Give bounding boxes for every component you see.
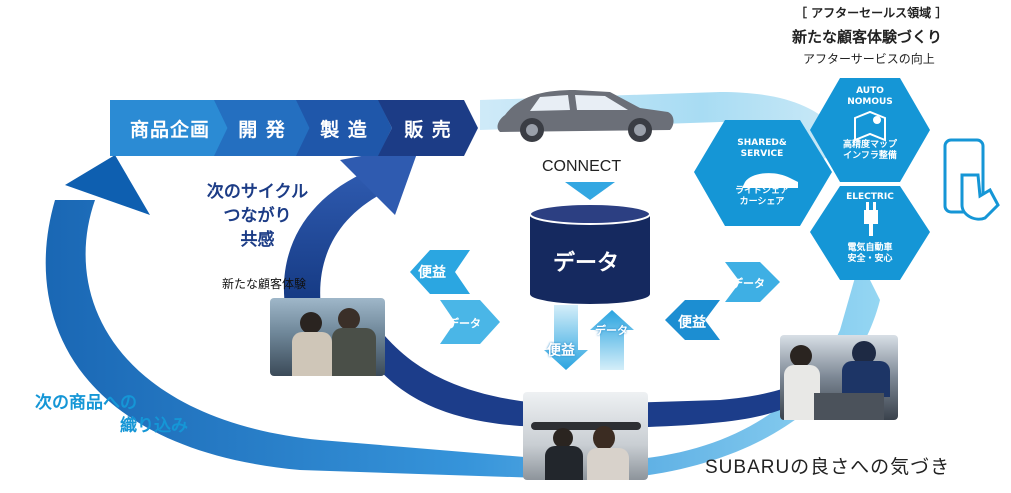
photo-couple-in-car bbox=[523, 392, 648, 480]
benefit-down-arrow bbox=[544, 305, 588, 370]
photo-mechanic-service bbox=[780, 335, 898, 420]
section-subtitle: アフターサービスの向上 bbox=[803, 52, 935, 66]
data-center-label: データ bbox=[595, 324, 628, 337]
footer-caption: SUBARUの良さへの気づき bbox=[705, 457, 951, 478]
benefit-right-arrow bbox=[665, 300, 720, 340]
next-product-text: 次の商品への 織り込み bbox=[35, 392, 188, 438]
section-main-title: 新たな顧客体験づくり bbox=[792, 28, 943, 46]
data-right-arrow bbox=[725, 262, 780, 302]
car-icon bbox=[497, 90, 674, 142]
hexagon-electric-text: ELECTRIC 電気自動車 安全・安心 bbox=[830, 192, 910, 265]
outer-loop-arrowhead bbox=[65, 155, 150, 215]
database-label: データ bbox=[553, 251, 620, 276]
inner-loop-arrowhead bbox=[340, 145, 420, 215]
autonomous-desc1: 高精度マップ bbox=[842, 140, 897, 150]
chain-label: 商品企画 bbox=[129, 118, 210, 141]
benefit-left-arrow bbox=[410, 250, 470, 294]
chain-label: 開 発 bbox=[238, 118, 286, 141]
section-bracket-title: ［ アフターセールス領域 ］ bbox=[795, 6, 948, 20]
next-product-line2: 織り込み bbox=[120, 416, 188, 436]
data-left-label: データ bbox=[448, 317, 481, 330]
cycle-line1: 次のサイクル bbox=[206, 182, 309, 202]
benefit-right-label: 便益 bbox=[678, 315, 706, 331]
chain-step-development: 開 発 bbox=[214, 100, 310, 156]
autonomous-title1: AUTO bbox=[856, 86, 884, 96]
hexagon-shared-text: SHARED& SERVICE ライドシェア カーシェア bbox=[722, 138, 802, 208]
plug-icon bbox=[864, 202, 878, 236]
shared-title1: SHARED& bbox=[737, 138, 787, 148]
benefit-center-label: 便益 bbox=[547, 343, 575, 359]
cycle-line2: つながり bbox=[223, 206, 292, 226]
data-up-arrow bbox=[590, 310, 634, 370]
new-experience-label: 新たな顧客体験 bbox=[222, 277, 307, 291]
chain-step-planning: 商品企画 bbox=[110, 100, 230, 156]
data-left-arrow bbox=[440, 300, 500, 344]
shared-desc2: カーシェア bbox=[739, 197, 785, 207]
inner-bottom bbox=[370, 330, 820, 428]
chain-step-manufacturing: 製 造 bbox=[296, 100, 392, 156]
electric-desc1: 電気自動車 bbox=[847, 243, 893, 253]
shared-title2: SERVICE bbox=[740, 149, 784, 159]
connect-label: CONNECT bbox=[542, 158, 622, 175]
electric-title1: ELECTRIC bbox=[846, 192, 894, 202]
hexagon-autonomous bbox=[810, 78, 930, 182]
chain-label: 製 造 bbox=[320, 118, 368, 141]
map-pin-icon bbox=[854, 110, 886, 142]
hexagon-autonomous-text: AUTO NOMOUS 高精度マップ インフラ整備 bbox=[830, 86, 910, 162]
smartphone-tap-icon bbox=[943, 138, 1000, 221]
electric-desc2: 安全・安心 bbox=[847, 254, 893, 264]
database-cylinder bbox=[529, 203, 651, 304]
chain-label: 販 売 bbox=[404, 118, 452, 141]
cycle-line3: 共感 bbox=[240, 230, 275, 250]
next-product-line1: 次の商品への bbox=[35, 393, 137, 413]
photo-outdoor-couple bbox=[270, 298, 385, 376]
chain-step-sales: 販 売 bbox=[378, 100, 478, 156]
inner-loop bbox=[283, 170, 385, 330]
connect-arrow bbox=[565, 182, 615, 200]
car-small-icon bbox=[742, 173, 798, 188]
data-right-label: データ bbox=[732, 277, 765, 290]
next-cycle-text: 次のサイクル つながり 共感 bbox=[190, 180, 325, 252]
benefit-left-label: 便益 bbox=[418, 265, 446, 281]
shared-desc1: ライドシェア bbox=[734, 186, 789, 196]
autonomous-title2: NOMOUS bbox=[847, 97, 893, 107]
autonomous-desc2: インフラ整備 bbox=[843, 151, 897, 161]
